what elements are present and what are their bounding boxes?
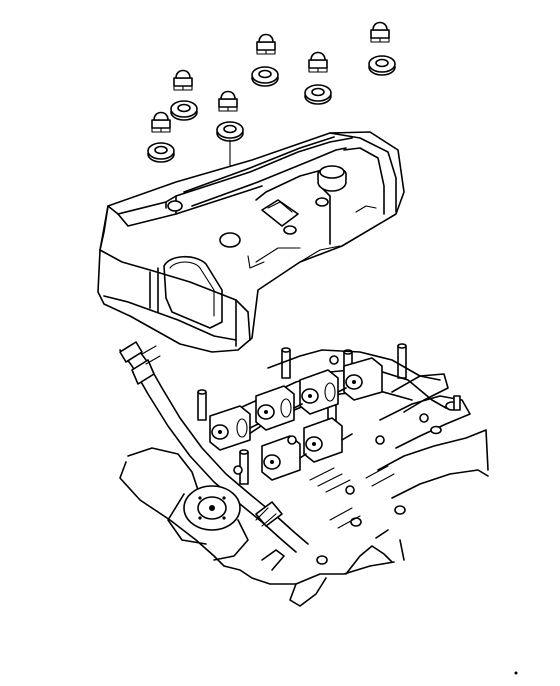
stud (397, 343, 407, 379)
cap-nut (218, 90, 238, 112)
cap-nut (173, 69, 193, 91)
oil-filler-cap (317, 165, 347, 192)
pulley (183, 485, 241, 531)
sealing-washer (251, 66, 279, 87)
corner-mark (512, 664, 520, 675)
sealing-washer (170, 100, 198, 121)
cam-cap (299, 369, 339, 415)
stud (197, 389, 207, 421)
washers-group (147, 55, 396, 163)
cam-cap (261, 435, 301, 481)
cylinder-head-cover (97, 131, 405, 353)
cap-nut (151, 111, 171, 133)
cam-cap (255, 385, 295, 431)
cap-nut (370, 21, 390, 43)
cap-nut (308, 51, 328, 73)
sealing-washer (368, 55, 396, 76)
cap-nut (256, 33, 276, 55)
sealing-washer (304, 84, 332, 105)
cam-cap (343, 357, 383, 401)
cylinder-head-assembly (119, 343, 489, 607)
sealing-washer (216, 121, 244, 142)
sealing-washer (147, 142, 175, 163)
stud (281, 347, 291, 379)
cam-cap (209, 405, 251, 451)
cam-cap (303, 417, 343, 463)
cap-nuts-group (151, 21, 390, 133)
breather-hose (119, 341, 309, 553)
